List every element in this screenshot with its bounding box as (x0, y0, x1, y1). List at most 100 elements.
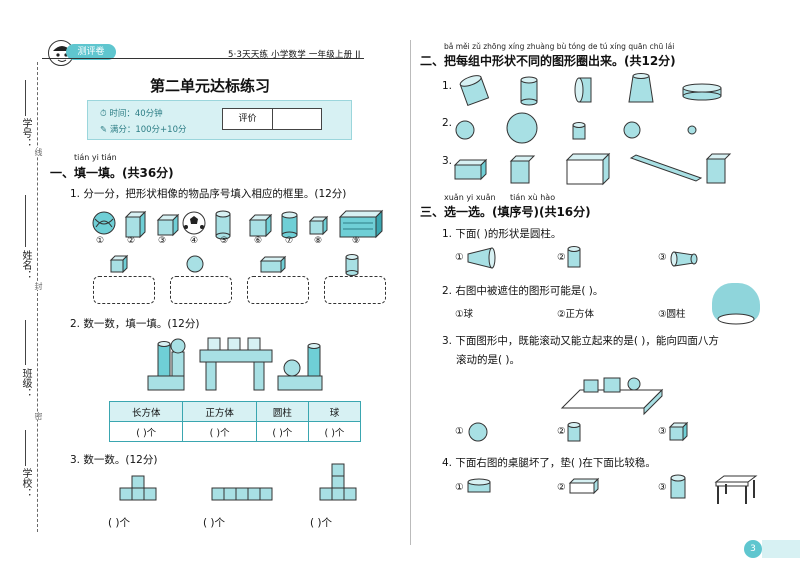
q1-number-3: ③ (158, 236, 167, 246)
box-icon (124, 210, 147, 239)
s3-q2-text: 2. 右图中被遮住的图形可能是( )。 (442, 285, 604, 297)
q1-number-9: ⑨ (352, 236, 361, 246)
s2-row-2-shapes (455, 112, 697, 144)
small-cube-icon (308, 215, 329, 236)
category-cube-icon (109, 254, 129, 274)
frustum-side-icon (467, 247, 496, 269)
q1-number-7: ⑦ (285, 236, 294, 246)
q1-object-row (92, 209, 384, 240)
side-cylinder-icon (574, 77, 592, 103)
s3-q1-option-1[interactable]: ① (455, 252, 464, 263)
yarn-ball-icon (92, 211, 116, 235)
page-title: 第二单元达标练习 (149, 77, 270, 95)
tiny-sphere-icon (687, 125, 697, 135)
cuboid-icon (453, 158, 488, 181)
s2-row-1-label: 1. (442, 80, 453, 92)
tilted-cylinder-icon (459, 75, 490, 107)
s2-row-2-label: 2. (442, 117, 453, 129)
section1-pinyin: tián yi tián (74, 153, 117, 162)
q1-number-4: ④ (190, 236, 199, 246)
q2-text: 2. 数一数，填一填。(12分) (70, 318, 200, 330)
cylinder-icon (520, 76, 538, 106)
s3-q2-option-2[interactable]: ②正方体 (557, 309, 595, 320)
s3-q3-text: 3. 下面图形中，既能滚动又能立起来的是( )，能向四面八方 (442, 335, 719, 347)
hidden-shape-base-icon (717, 313, 755, 325)
table-row: ( )个 ( )个 ( )个 ( )个 (108, 421, 362, 442)
test-badge: 测评卷 (66, 44, 116, 60)
s3-q2-option-3[interactable]: ③圆柱 (658, 309, 686, 320)
q2-count-table: 长方体 正方体 圆柱 球 ( )个 ( )个 ( )个 ( )个 (108, 401, 362, 442)
grade-box: 评价 (222, 108, 322, 130)
time-info: ⏱ 时间：40分钟 (100, 109, 163, 119)
q1-number-8: ⑧ (314, 236, 323, 246)
cube-icon (156, 213, 180, 237)
s3-q3-board-figure (560, 377, 664, 416)
rod-icon (629, 154, 703, 182)
option-sphere-icon (468, 422, 488, 442)
cell-cylinder-count[interactable]: ( )个 (255, 421, 309, 442)
student-name-line (25, 195, 26, 247)
score-text: 满分：100分+10分 (109, 125, 187, 135)
school-label: 学校： (20, 468, 31, 498)
s3-q3-option-3[interactable]: ③ (658, 426, 667, 437)
s3-q3-option-2[interactable]: ② (557, 426, 566, 437)
class-line (25, 320, 26, 365)
thin-block-icon (509, 155, 536, 184)
s3-q2-option-1[interactable]: ①球 (455, 309, 474, 320)
answer-box-cuboid[interactable] (247, 276, 309, 304)
spool-icon (670, 251, 698, 267)
big-cuboid-icon (565, 152, 611, 186)
s2-row-3-shapes (453, 152, 732, 186)
header-cylinder: 圆柱 (255, 401, 309, 422)
header-sphere: 球 (307, 401, 362, 422)
seal-char-seal: 封 (33, 282, 44, 290)
section3-pinyin-a: xuǎn yi xuǎn (444, 193, 496, 202)
score-info: ✎ 满分：100分+10分 (100, 125, 187, 135)
q1-text: 1. 分一分，把形状相像的物品序号填入相应的框里。(12分) (70, 188, 347, 200)
q3-answer-2[interactable]: ( )个 (203, 517, 226, 529)
answer-box-sphere[interactable] (170, 276, 232, 304)
answer-box-cube[interactable] (93, 276, 155, 304)
q3-answer-1[interactable]: ( )个 (108, 517, 131, 529)
can-icon (281, 211, 298, 239)
header-cuboid: 长方体 (108, 401, 184, 422)
s3-q1-option-3[interactable]: ③ (658, 252, 667, 263)
s3-q4-option-3[interactable]: ③ (658, 482, 667, 493)
answer-box-cylinder[interactable] (324, 276, 386, 304)
q3-answer-3[interactable]: ( )个 (310, 517, 333, 529)
q1-category-shapes (109, 254, 359, 276)
flat-cylinder-icon (682, 83, 722, 101)
section2-pinyin: bǎ měi zǔ zhōng xíng zhuàng bù tóng de t… (444, 42, 675, 51)
section2-title: 二、把每组中形状不同的图形圈出来。(共12分) (420, 54, 676, 68)
time-text: 时间：40分钟 (109, 109, 163, 119)
s3-q3-option-1[interactable]: ① (455, 426, 464, 437)
page-number: 3 (744, 540, 762, 558)
large-sphere-icon (506, 112, 538, 144)
cell-cube-count[interactable]: ( )个 (182, 421, 257, 442)
s3-q1-option-2[interactable]: ② (557, 252, 566, 263)
cube-stack-3 (319, 463, 357, 501)
option-cylinder-icon (567, 422, 581, 442)
cell-sphere-count[interactable]: ( )个 (307, 421, 362, 442)
table-header-row: 长方体 正方体 圆柱 球 (108, 401, 362, 422)
q2-block-structure (147, 337, 323, 391)
cone-frustum-icon (628, 73, 654, 103)
s3-q4-option-1[interactable]: ① (455, 482, 464, 493)
q1-number-2: ② (127, 236, 136, 246)
q1-number-5: ⑤ (220, 236, 229, 246)
upright-cylinder-icon (567, 246, 581, 268)
sphere-icon (455, 120, 475, 140)
q1-number-1: ① (96, 236, 105, 246)
cell-cuboid-count[interactable]: ( )个 (108, 421, 184, 442)
small-cylinder-icon (572, 122, 586, 140)
section1-title: 一、填一填。(共36分) (50, 166, 174, 180)
cube-stack-1 (119, 475, 157, 501)
s3-q3-text2: 滚动的是( )。 (456, 354, 521, 366)
s3-q4-option-2[interactable]: ② (557, 482, 566, 493)
tall-block-icon (705, 153, 732, 184)
s2-row-1-shapes (459, 73, 722, 107)
page-tab (762, 540, 800, 558)
block-icon (248, 213, 273, 238)
s3-q1-text: 1. 下面( )的形状是圆柱。 (442, 228, 562, 240)
class-label: 班级： (20, 368, 31, 398)
